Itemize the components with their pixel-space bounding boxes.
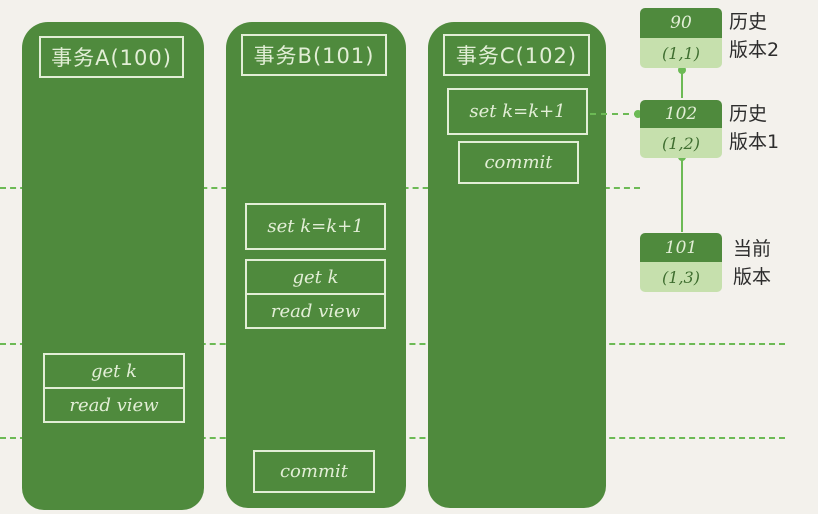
current-version-trx-id: 101	[640, 233, 722, 262]
version-2-trx-id: 90	[640, 8, 722, 38]
transaction-b-get-k: get k	[245, 259, 386, 295]
version-2-value: (1,1)	[640, 38, 722, 68]
transaction-c-commit: commit	[458, 141, 579, 184]
link-dot-v2	[678, 66, 686, 74]
transaction-b-title: 事务B(101)	[241, 34, 387, 76]
current-version-value: (1,3)	[640, 262, 722, 292]
transaction-a-get-k: get k	[43, 353, 185, 389]
transaction-b-column	[226, 22, 406, 508]
transaction-b-read-view: read view	[245, 295, 386, 329]
transaction-a-read-view: read view	[43, 389, 185, 423]
transaction-c-column	[428, 22, 606, 508]
version-2-label: 历史 版本2	[729, 11, 780, 61]
version-1-value: (1,2)	[640, 128, 722, 158]
version-1-label: 历史 版本1	[729, 103, 780, 153]
transaction-c-title: 事务C(102)	[443, 34, 590, 76]
transaction-c-set-k: set k=k+1	[447, 88, 588, 135]
transaction-b-commit: commit	[253, 450, 375, 493]
transaction-b-set-k: set k=k+1	[245, 203, 386, 250]
transaction-a-title: 事务A(100)	[39, 36, 184, 78]
current-version-label: 当前 版本	[733, 238, 772, 288]
version-1-trx-id: 102	[640, 100, 722, 128]
transaction-a-column	[22, 22, 204, 510]
